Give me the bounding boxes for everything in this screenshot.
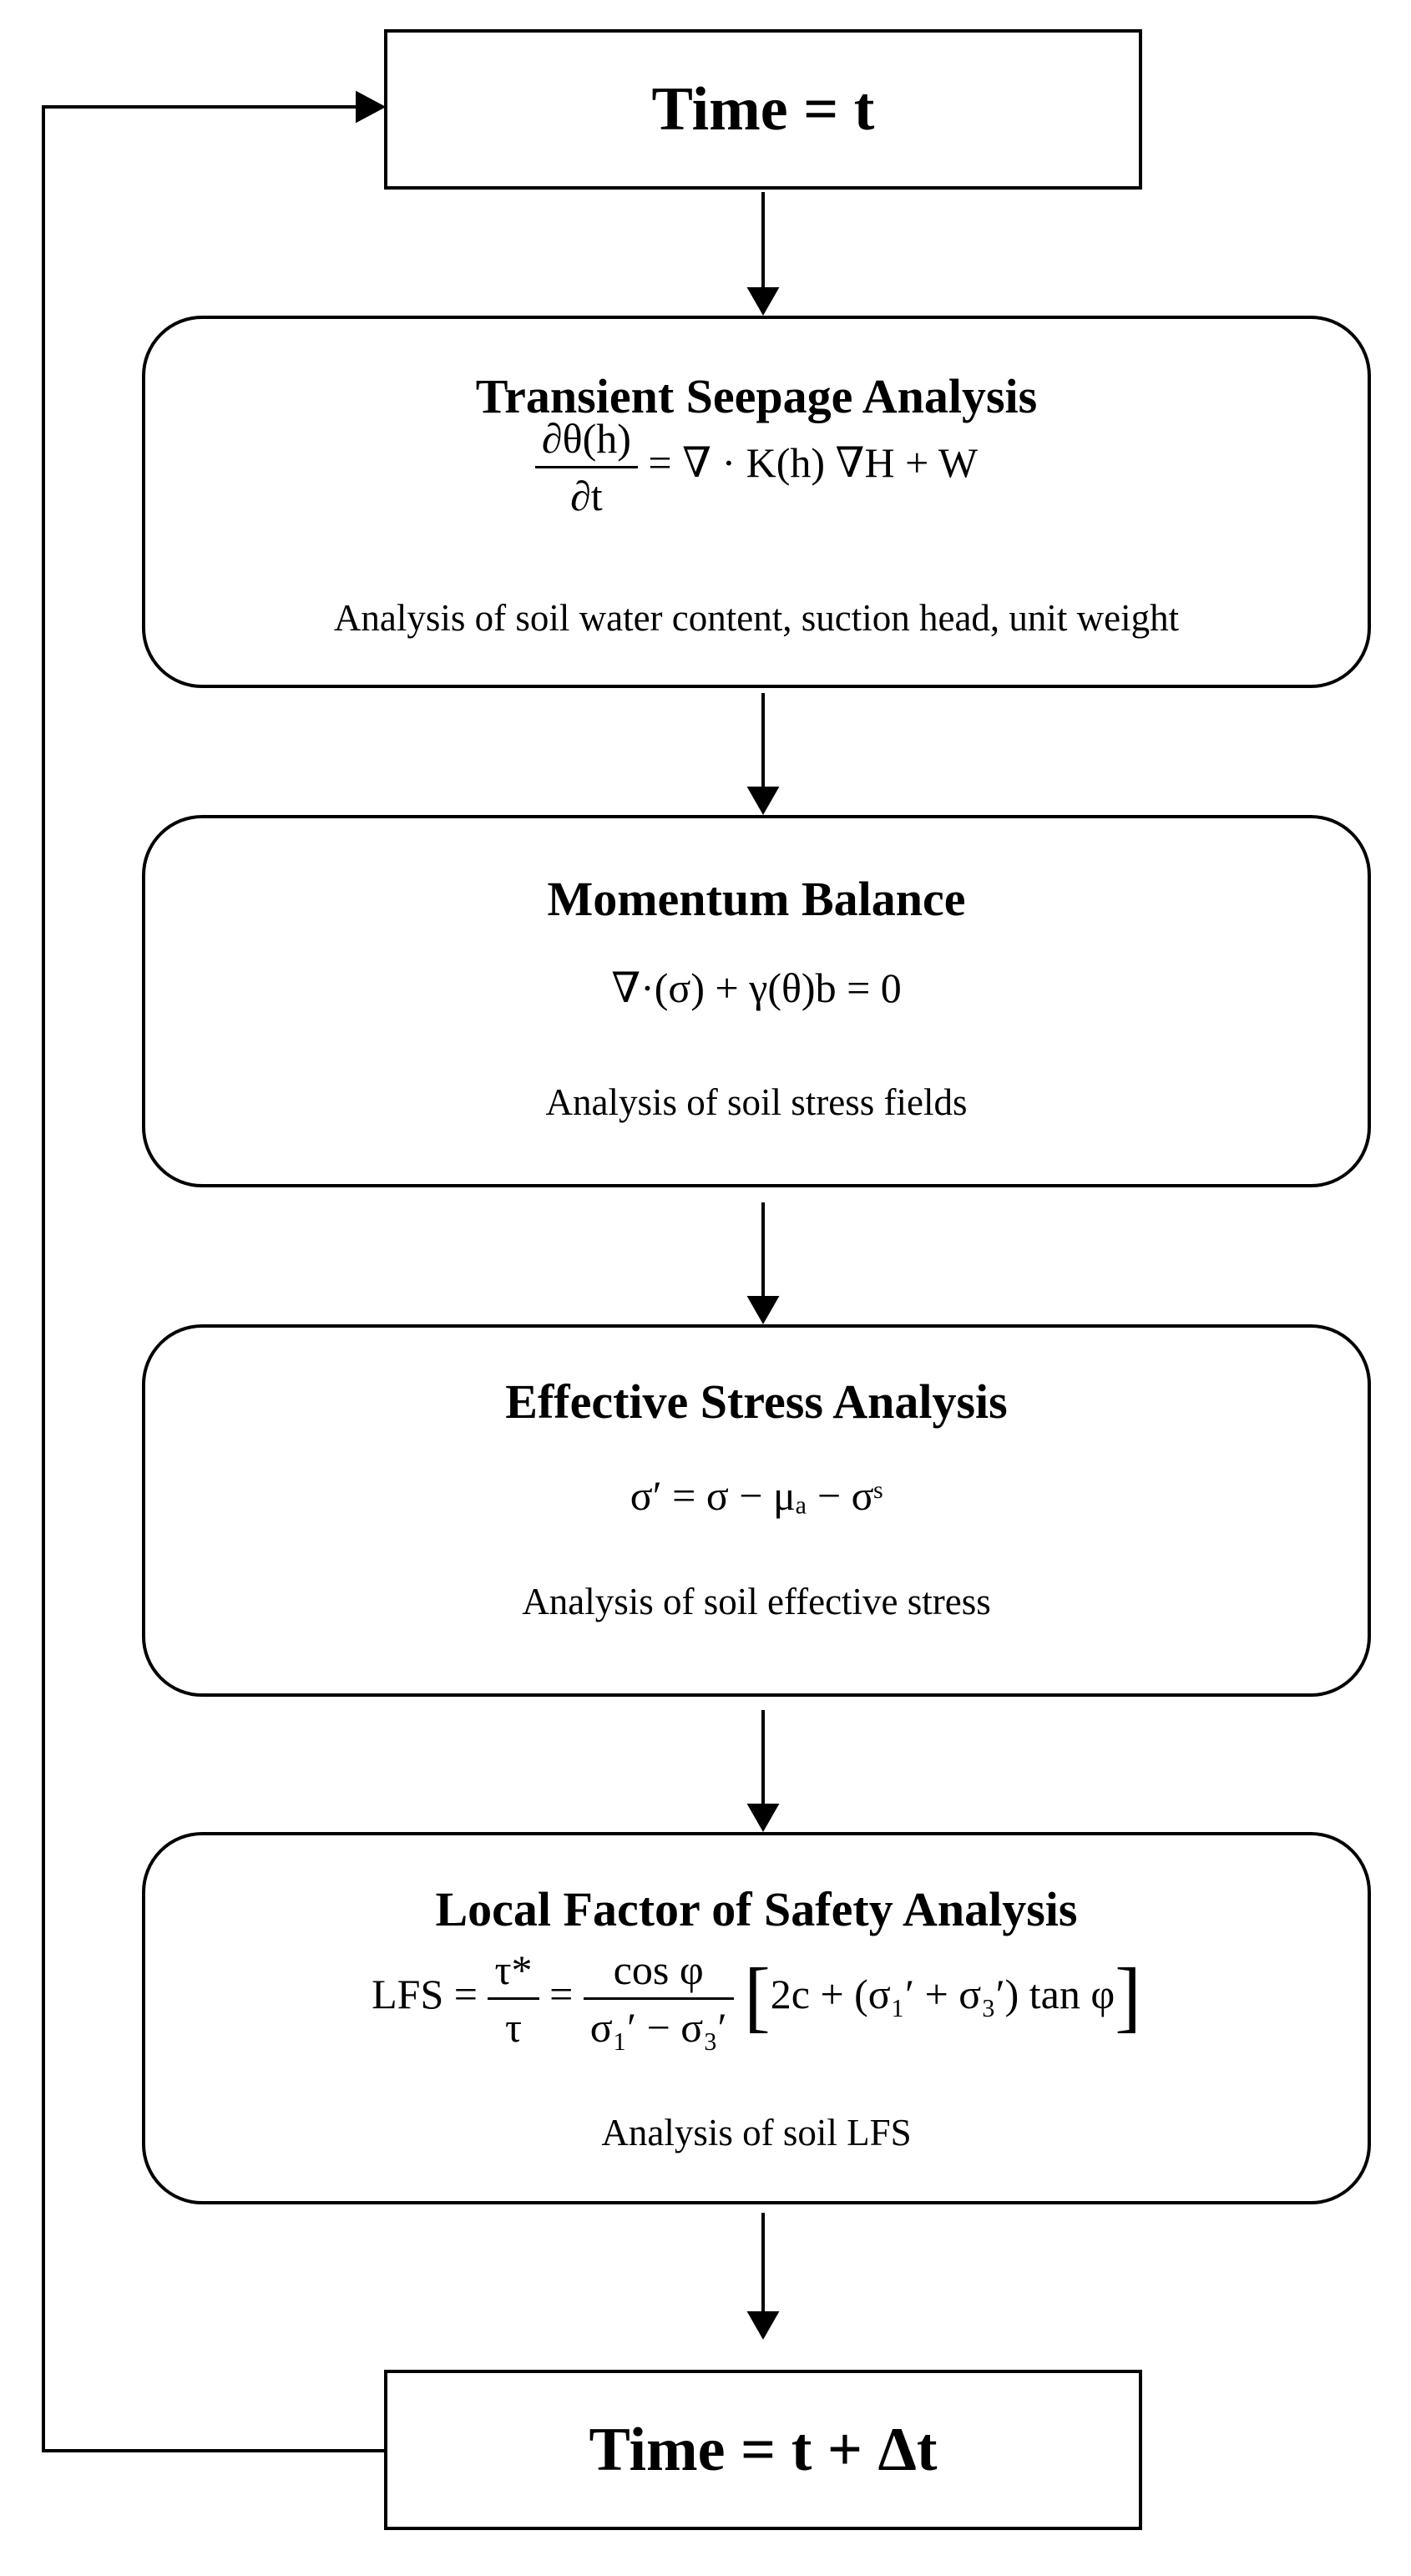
seepage-fraction: ∂θ(h) ∂t bbox=[534, 418, 638, 519]
feedback-loop-arrowhead bbox=[356, 90, 387, 124]
lfs-description: Analysis of soil LFS bbox=[601, 2112, 912, 2153]
lfs-left-bracket: [ bbox=[744, 1951, 771, 2041]
time-start-label: Time = t bbox=[651, 75, 875, 144]
lfs-title: Local Factor of Safety Analysis bbox=[435, 1882, 1078, 1936]
seepage-numerator: ∂θ(h) bbox=[534, 418, 638, 468]
seepage-denominator: ∂t bbox=[570, 473, 603, 519]
effective-equation: σ′ = σ − μₐ − σˢ bbox=[630, 1472, 883, 1519]
lfs-tau: τ bbox=[504, 2004, 523, 2051]
lfs-lhs: LFS = bbox=[372, 1970, 478, 2017]
lfs-tau-star: τ* bbox=[488, 1949, 539, 2000]
time-start-box: Time = t bbox=[384, 29, 1142, 190]
lfs-fraction-tau: τ* τ bbox=[488, 1949, 539, 2048]
lfs-sigma-diff: σ₁′ − σ₃′ bbox=[589, 2004, 727, 2051]
lfs-right-bracket: ] bbox=[1115, 1951, 1141, 2041]
effective-box: Effective Stress Analysis σ′ = σ − μₐ − … bbox=[142, 1324, 1371, 1697]
seepage-title: Transient Seepage Analysis bbox=[475, 369, 1038, 423]
lfs-cos-phi: cos φ bbox=[583, 1949, 734, 2000]
momentum-description: Analysis of soil stress fields bbox=[545, 1081, 968, 1123]
lfs-fraction-cos: cos φ σ₁′ − σ₃′ bbox=[583, 1949, 734, 2051]
time-end-label: Time = t + Δt bbox=[589, 2416, 938, 2484]
momentum-title: Momentum Balance bbox=[547, 872, 966, 926]
momentum-equation: ∇·(σ) + γ(θ)b = 0 bbox=[611, 964, 902, 1011]
seepage-box: Transient Seepage Analysis ∂θ(h) ∂t = ∇ … bbox=[142, 316, 1371, 688]
effective-description: Analysis of soil effective stress bbox=[522, 1581, 991, 1622]
seepage-rhs: = ∇ · K(h) ∇H + W bbox=[648, 438, 979, 486]
lfs-bracket-content: 2c + (σ₁′ + σ₃′) tan φ bbox=[770, 1970, 1115, 2017]
seepage-description: Analysis of soil water content, suction … bbox=[333, 597, 1180, 639]
lfs-equals: = bbox=[549, 1970, 574, 2017]
momentum-box: Momentum Balance ∇·(σ) + γ(θ)b = 0 Analy… bbox=[142, 815, 1371, 1187]
seepage-equation: ∂θ(h) ∂t = ∇ · K(h) ∇H + W bbox=[145, 418, 1368, 517]
lfs-box: Local Factor of Safety Analysis LFS = τ*… bbox=[142, 1832, 1371, 2204]
lfs-equation: LFS = τ* τ = cos φ σ₁′ − σ₃′ [2c + (σ₁′ … bbox=[145, 1949, 1368, 2048]
time-end-box: Time = t + Δt bbox=[384, 2370, 1142, 2530]
effective-title: Effective Stress Analysis bbox=[505, 1374, 1008, 1429]
feedback-loop-line bbox=[42, 105, 401, 2452]
